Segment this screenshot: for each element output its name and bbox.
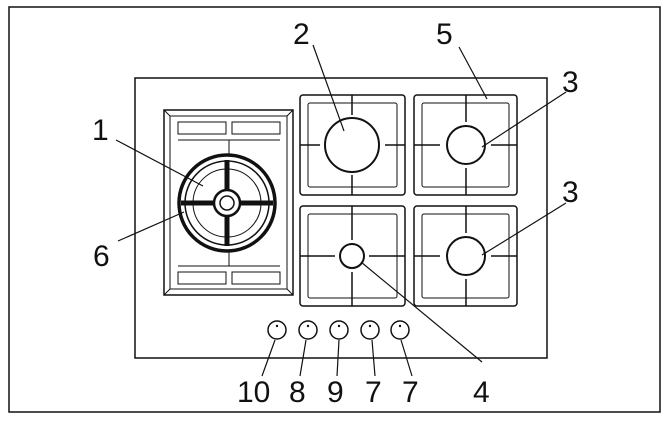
callout-knob-4: 7: [365, 376, 382, 409]
callout-medium-burner-top: 3: [562, 66, 579, 99]
control-knobs: [267, 320, 410, 340]
callout-large-burner: 2: [293, 18, 310, 51]
pan-support-bottom-left: [299, 205, 406, 307]
wok-grill-bar: [231, 121, 281, 135]
callout-wok-crown: 6: [93, 240, 110, 273]
control-knob-1[interactable]: [267, 320, 287, 340]
outer-frame: [8, 6, 661, 413]
large-burner: [324, 117, 380, 173]
leader-line-3-bottom: [481, 202, 567, 256]
callout-small-burner: 4: [473, 376, 490, 409]
callout-knob-5: 7: [402, 376, 419, 409]
callout-knob-3: 9: [327, 376, 344, 409]
control-knob-2[interactable]: [298, 320, 318, 340]
callout-wok-burner: 1: [92, 114, 109, 147]
pan-support-top-right: [413, 94, 518, 196]
hob-plate: [134, 77, 548, 359]
callout-medium-burner-bottom: 3: [562, 176, 579, 209]
callout-knob-1: 10: [237, 376, 270, 409]
leader-line-5: [458, 46, 488, 100]
control-knob-5[interactable]: [390, 320, 410, 340]
pan-support-bottom-right: [413, 205, 518, 307]
control-knob-3[interactable]: [329, 320, 349, 340]
callout-pan-support: 5: [436, 18, 453, 51]
leader-line-1: [115, 139, 204, 187]
leader-line-7b: [400, 339, 413, 377]
wok-support-frame: [163, 109, 294, 296]
leader-line-2: [312, 44, 345, 132]
wok-support-inner-frame: [169, 115, 288, 290]
medium-burner-bottom: [446, 236, 486, 276]
medium-burner-top: [446, 125, 486, 165]
leader-line-6: [117, 211, 185, 242]
small-burner: [339, 243, 365, 269]
wok-grill-bar: [231, 271, 281, 285]
pan-support-top-left: [299, 94, 406, 196]
wok-outer-ring: [177, 153, 277, 253]
callout-knob-2: 8: [289, 376, 306, 409]
leader-line-8: [299, 339, 307, 377]
leader-line-3-top: [481, 91, 567, 148]
leader-line-4: [360, 261, 483, 363]
wok-grill-bar: [177, 121, 227, 135]
wok-burner-zone: [163, 109, 294, 296]
leader-line-10: [261, 339, 276, 377]
control-knob-4[interactable]: [360, 320, 380, 340]
leader-lines: [115, 44, 567, 377]
leader-line-9: [336, 339, 340, 377]
wok-grill-bar: [177, 271, 227, 285]
leader-line-7a: [371, 339, 376, 377]
